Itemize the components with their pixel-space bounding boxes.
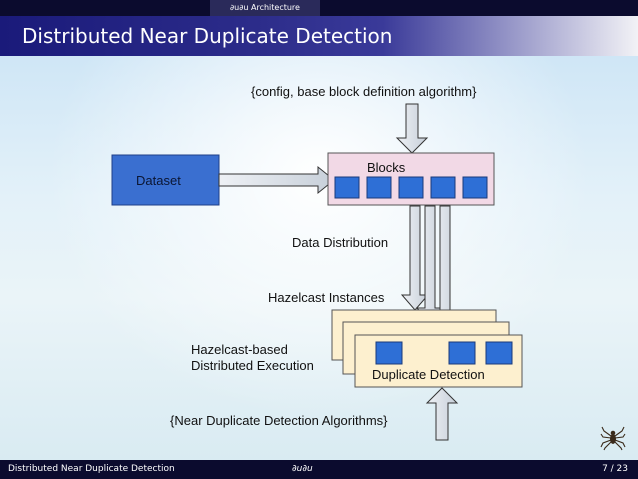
block-square [430, 176, 456, 199]
section-tab[interactable]: ∂u∂u Architecture [210, 0, 320, 16]
config-arrow [395, 103, 429, 154]
block-square [485, 341, 513, 365]
slide-title: Distributed Near Duplicate Detection [22, 24, 393, 48]
duplicate-detection-label: Duplicate Detection [372, 367, 485, 382]
algorithms-label: {Near Duplicate Detection Algorithms} [170, 413, 388, 428]
dataset-label: Dataset [136, 173, 181, 188]
blocks-label: Blocks [367, 160, 406, 175]
top-navigation-bar: ∂u∂u Architecture [0, 0, 638, 16]
block-square [366, 176, 392, 199]
hazelcast-exec-label-line2: Distributed Execution [191, 358, 314, 373]
config-label: {config, base block definition algorithm… [251, 84, 477, 99]
block-square [375, 341, 403, 365]
block-square [462, 176, 488, 199]
block-square [398, 176, 424, 199]
page-number: 7 / 23 [602, 464, 628, 474]
data-distribution-label: Data Distribution [292, 235, 388, 250]
dataset-box [111, 154, 220, 206]
hazelcast-exec-label-line1: Hazelcast-based [191, 342, 288, 357]
block-square [334, 176, 360, 199]
dataset-to-blocks-arrow [218, 165, 335, 195]
slide-content [0, 56, 638, 460]
hazelcast-instances-label: Hazelcast Instances [268, 290, 385, 305]
block-square [448, 341, 476, 365]
footer-bar: Distributed Near Duplicate Detection ∂u∂… [0, 460, 638, 479]
footer-title: Distributed Near Duplicate Detection [8, 464, 175, 474]
spider-logo-icon [600, 426, 626, 451]
algorithms-arrow [425, 387, 459, 441]
slide-title-bar: Distributed Near Duplicate Detection [0, 16, 638, 56]
footer-author: ∂u∂u [292, 464, 313, 474]
